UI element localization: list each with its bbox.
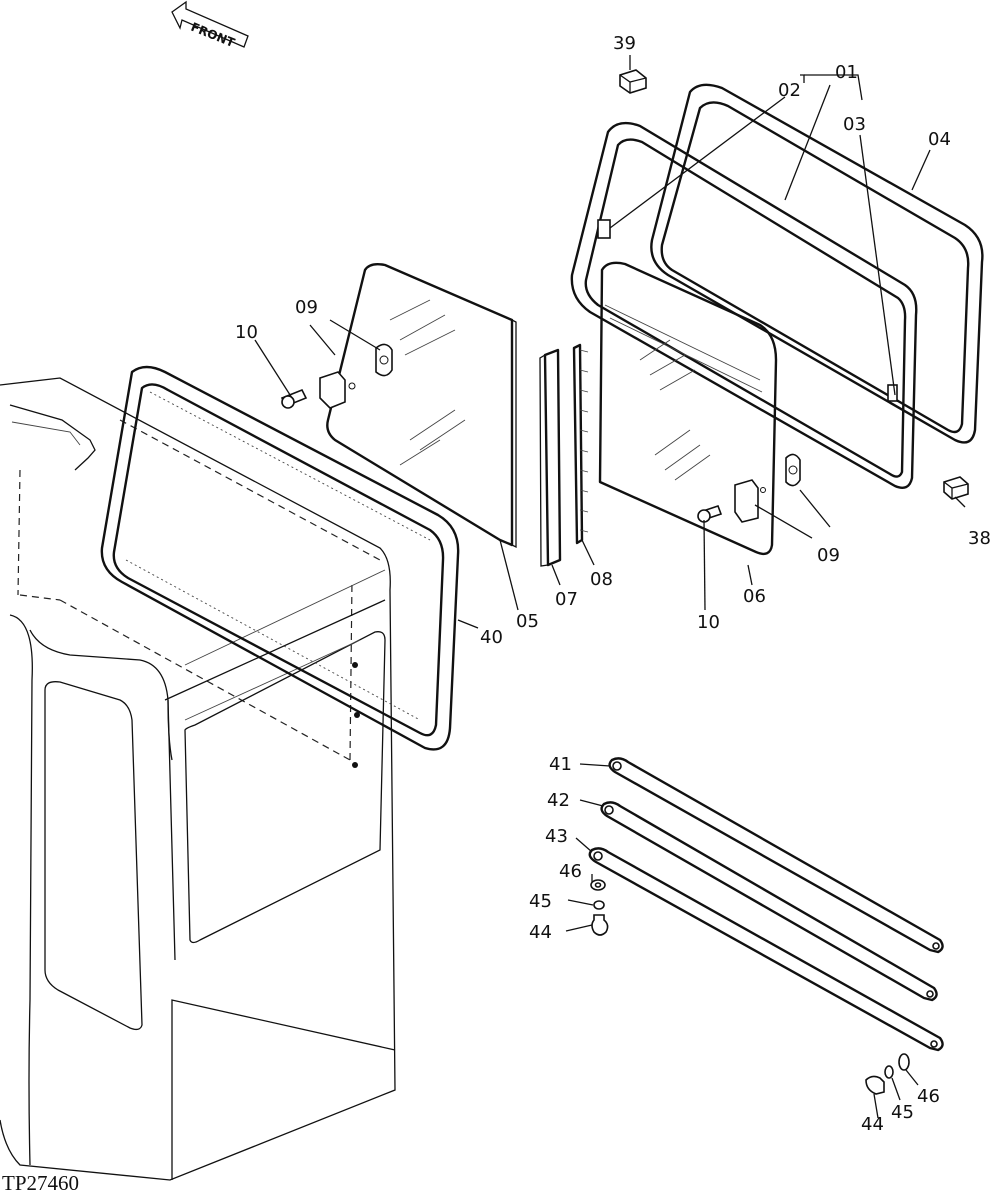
part-39-stopper [619, 69, 647, 94]
figure-reference: TP27460 [2, 1171, 79, 1195]
parts-41-42-43-bars [588, 757, 944, 1095]
callout-09-right: 09 [817, 545, 840, 566]
part-01-frame [570, 121, 918, 489]
part-40-weatherstrip [100, 365, 460, 751]
hinge-hardware-left [280, 343, 393, 409]
callout-44-left: 44 [529, 922, 552, 943]
callout-41: 41 [549, 754, 572, 775]
callout-03: 03 [843, 114, 866, 135]
callout-44-right: 44 [861, 1114, 884, 1135]
cab-body [0, 377, 396, 1181]
callout-45-left: 45 [529, 891, 552, 912]
part-04-frame [650, 83, 984, 444]
part-05-glass [326, 262, 517, 549]
callout-46-left: 46 [559, 861, 582, 882]
callout-02: 02 [778, 80, 801, 101]
callout-07: 07 [555, 589, 578, 610]
callout-10-right: 10 [697, 612, 720, 633]
part-07-seal [539, 348, 562, 567]
part-06-glass [598, 261, 778, 556]
callout-08: 08 [590, 569, 613, 590]
callout-39: 39 [613, 33, 636, 54]
part-38-stopper [943, 476, 969, 500]
callout-43: 43 [545, 826, 568, 847]
callout-38: 38 [968, 528, 991, 549]
callout-10-left: 10 [235, 322, 258, 343]
callout-40: 40 [480, 627, 503, 648]
callout-01: 01 [835, 62, 858, 83]
leader-lines [254, 55, 966, 1119]
front-label: FRONT [189, 20, 238, 50]
callout-09-left: 09 [295, 297, 318, 318]
callout-06: 06 [743, 586, 766, 607]
callout-labels: 39 01 02 03 04 38 09 10 05 07 08 40 06 1… [235, 33, 991, 1135]
callout-45-right: 45 [891, 1102, 914, 1123]
callout-42: 42 [547, 790, 570, 811]
callout-46-right: 46 [917, 1086, 940, 1107]
callout-05: 05 [516, 611, 539, 632]
callout-04: 04 [928, 129, 951, 150]
front-arrow: FRONT [171, 0, 249, 50]
part-08-brush-strip [572, 343, 589, 545]
hinge-hardware-right [697, 453, 801, 523]
